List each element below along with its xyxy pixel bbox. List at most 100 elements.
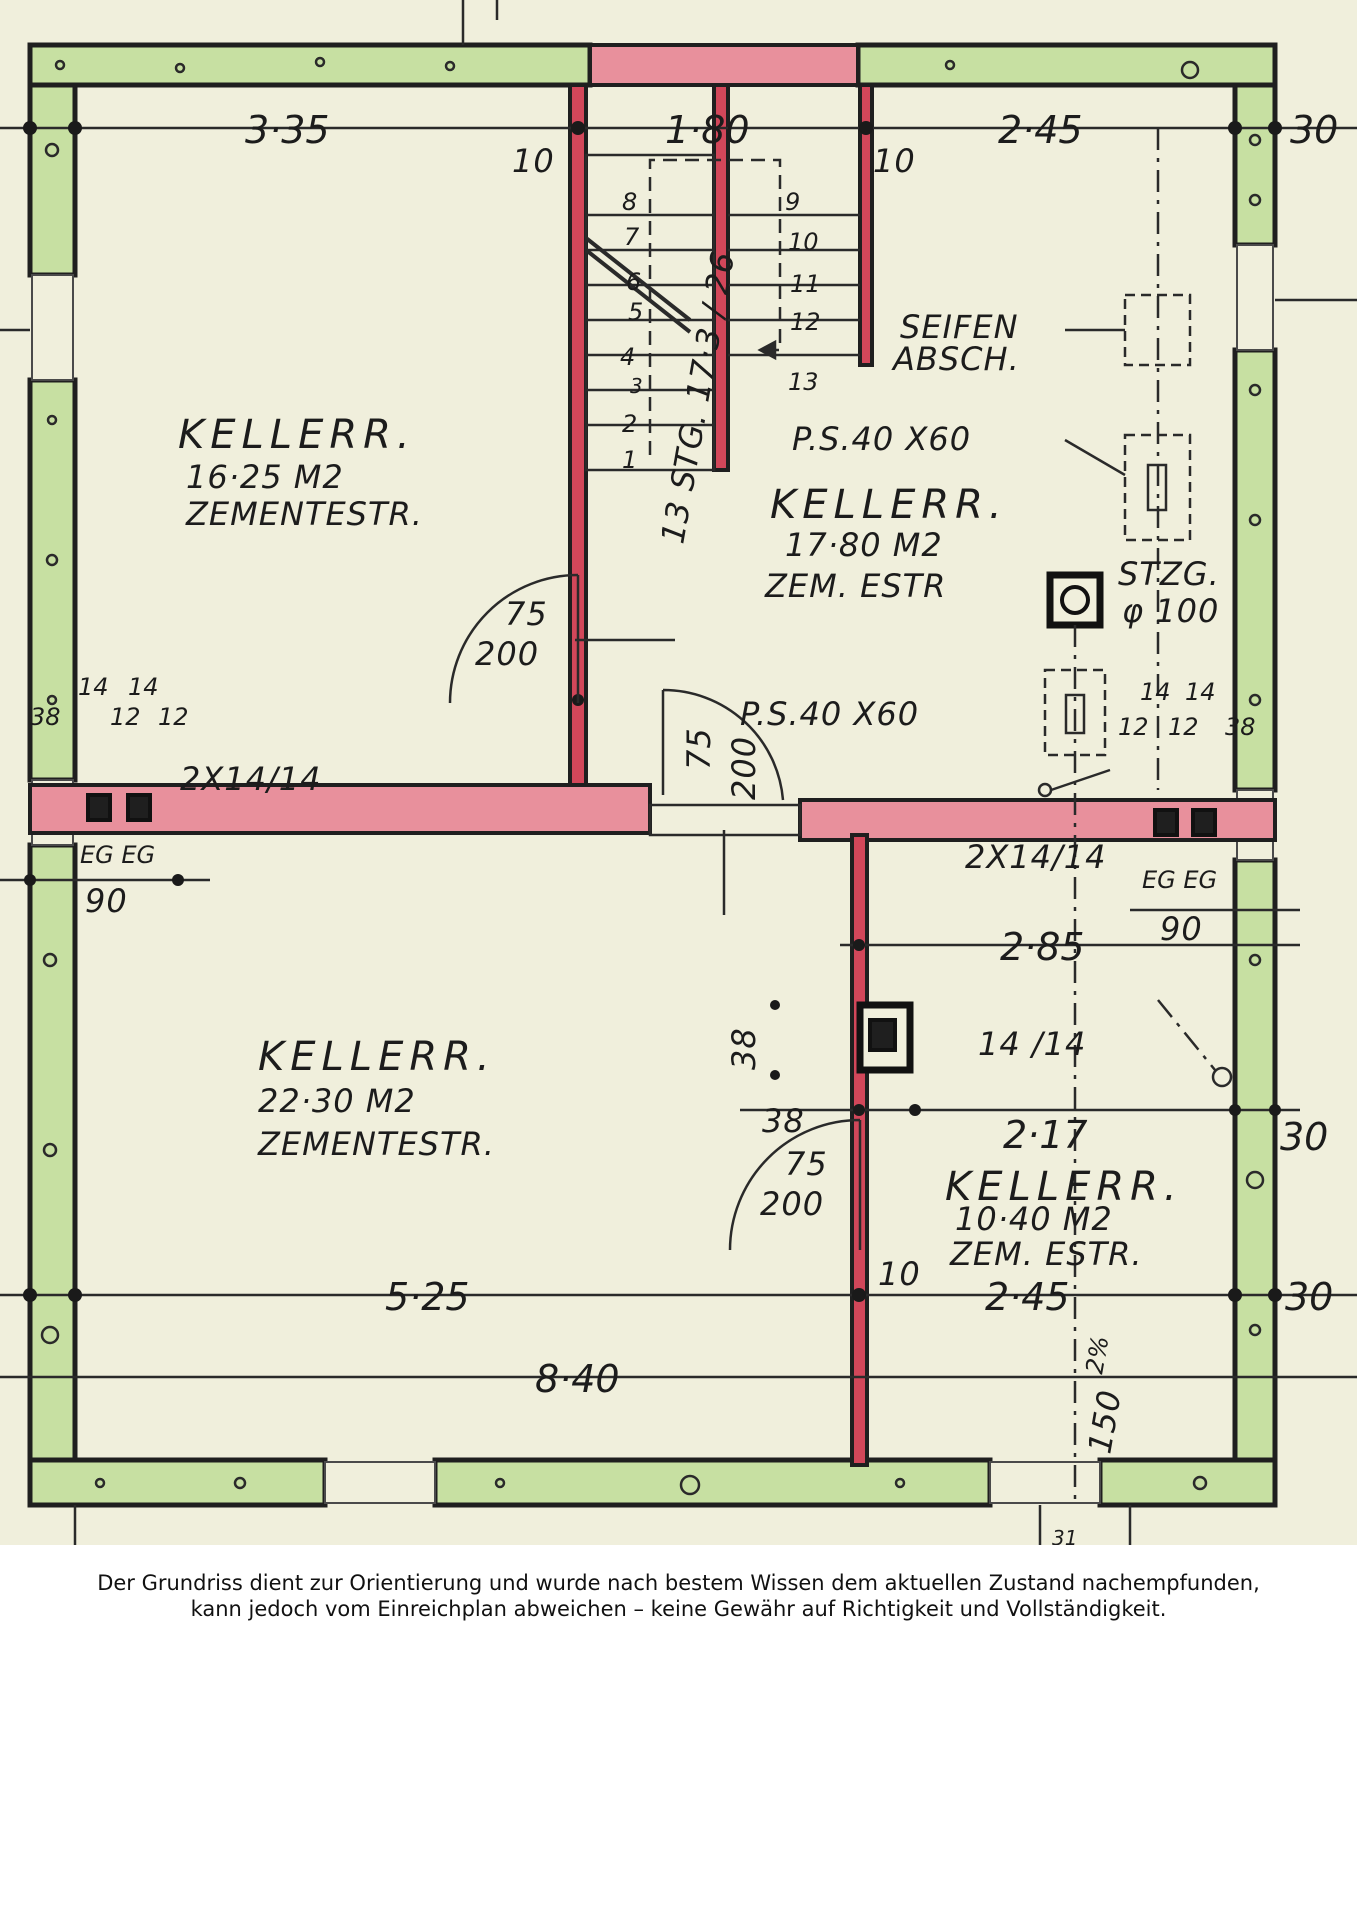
- wall-thickness-10-b: 10: [873, 142, 916, 180]
- stair-cut: [584, 236, 692, 322]
- stairs: [584, 153, 860, 472]
- aggregate-dot: [314, 56, 326, 68]
- aggregate-dot: [494, 1477, 506, 1489]
- slope-drain: [1211, 1066, 1233, 1088]
- aggregate-dot: [54, 59, 66, 71]
- door-swing-center: [661, 688, 785, 801]
- step-4: 4: [620, 343, 635, 371]
- inner-wall-top-opening: [588, 43, 860, 87]
- step-8: 8: [622, 188, 637, 216]
- aggregate-dot: [1248, 953, 1262, 967]
- room-se-area: 10·40 M2: [955, 1200, 1113, 1238]
- window-left-upper: [31, 274, 74, 381]
- dim-38-right: 38: [1225, 713, 1256, 741]
- step-5: 5: [628, 298, 643, 326]
- absch-label: ABSCH.: [891, 340, 1020, 378]
- room-ne-floor: ZEM. ESTR: [764, 567, 946, 605]
- stzg-box: [1046, 571, 1104, 629]
- step-6: 6: [626, 268, 641, 296]
- door-swing-se: [728, 1118, 862, 1251]
- node: [1228, 1288, 1242, 1302]
- aggregate-dot: [40, 1325, 60, 1345]
- outer-wall-top-left: [27, 42, 593, 88]
- flue-left-2: [126, 793, 152, 822]
- dim-38-se: 38: [762, 1102, 805, 1140]
- door-nw-width: 75: [505, 595, 548, 633]
- ps-upper-leader: [1064, 438, 1126, 477]
- aggregate-dot: [1192, 1475, 1208, 1491]
- room-sw-floor: ZEMENTESTR.: [257, 1125, 495, 1163]
- equipment: [1037, 293, 1233, 1088]
- window-bottom-left: [324, 1461, 436, 1504]
- step-7: 7: [624, 223, 640, 251]
- chimney-core: [868, 1018, 897, 1052]
- step-12: 12: [790, 308, 821, 336]
- door-se-width: 75: [785, 1145, 828, 1183]
- dim-245-lower: 2·45: [985, 1275, 1070, 1319]
- node: [909, 1104, 921, 1116]
- aggregate-dot: [46, 694, 58, 706]
- outer-walls: [27, 42, 1278, 1508]
- dimension-labels: 3·35 1·80 2·45 30 30 30 2·85 2·17 2·45 5…: [30, 108, 1338, 1545]
- step-13: 13: [788, 368, 819, 396]
- duct-14-l2: 14: [128, 673, 159, 701]
- node: [68, 1288, 82, 1302]
- duct-2x-left: 2X14/14: [180, 760, 322, 798]
- duct-14-r2: 14: [1185, 678, 1216, 706]
- seifen-label: SEIFEN: [900, 308, 1019, 346]
- dim-right-30-top: 30: [1290, 108, 1338, 152]
- door-se-height: 200: [760, 1185, 824, 1223]
- dim-top-mid: 1·80: [665, 108, 750, 152]
- outer-wall-right-lower: [1232, 857, 1278, 1508]
- node: [1228, 121, 1242, 135]
- node: [1268, 121, 1282, 135]
- aggregate-dot: [894, 1477, 906, 1489]
- door-center-width: 75: [680, 727, 718, 770]
- step-10: 10: [788, 228, 819, 256]
- aggregate-dot: [44, 142, 60, 158]
- room-nw-area: 16·25 M2: [186, 458, 344, 496]
- flue-right-1: [1153, 808, 1179, 837]
- flue-left-1: [86, 793, 112, 822]
- outer-wall-left-lower: [27, 842, 78, 1508]
- wall-thickness-10-a: 10: [512, 142, 555, 180]
- aggregate-dot: [1248, 193, 1262, 207]
- flues: [86, 571, 1217, 1074]
- ps-lower-core: [1064, 693, 1086, 735]
- dimension-nodes: [23, 121, 1282, 1302]
- outer-wall-left-mid: [27, 377, 78, 783]
- node: [23, 1288, 37, 1302]
- door-swing-nw: [448, 573, 579, 704]
- room-nw-floor: ZEMENTESTR.: [185, 495, 423, 533]
- aggregate-dot: [444, 60, 456, 72]
- stzg-label: STZG.: [1118, 555, 1220, 593]
- annotation-labels: SEIFEN ABSCH. P.S.40 X60 P.S.40 X60 STZG…: [740, 308, 1220, 733]
- aggregate-dot: [1248, 133, 1262, 147]
- outer-wall-bottom-left: [27, 1457, 328, 1508]
- aggregate-dot: [1248, 1323, 1262, 1337]
- dim-285: 2·85: [1000, 925, 1085, 969]
- node: [853, 1104, 865, 1116]
- pipe-axis: [1073, 128, 1216, 1500]
- duct-14-l1: 14: [78, 673, 109, 701]
- node: [571, 121, 585, 135]
- aggregate-dot: [46, 414, 58, 426]
- stair-arrow: [757, 339, 777, 361]
- wall-thickness-10-c: 10: [878, 1255, 921, 1293]
- aggregate-dot: [42, 952, 58, 968]
- node: [770, 1070, 780, 1080]
- step-2: 2: [622, 410, 637, 438]
- flue-size: 14 /14: [978, 1025, 1086, 1063]
- door-nw-height: 200: [475, 635, 539, 673]
- outer-wall-left-upper: [27, 82, 78, 278]
- step-1: 1: [622, 446, 637, 474]
- disclaimer-line-1: Der Grundriss dient zur Orientierung und…: [97, 1571, 1260, 1595]
- stair-outline: [584, 153, 716, 472]
- duct-2x-right: 2X14/14: [965, 838, 1107, 876]
- dim-top-right: 2·45: [998, 108, 1083, 152]
- node: [852, 1288, 866, 1302]
- duct-12-l2: 12: [158, 703, 189, 731]
- eg-right: EG EG: [1142, 866, 1217, 894]
- aggregate-dot: [1245, 1170, 1265, 1190]
- duct-12-r2: 12: [1168, 713, 1199, 741]
